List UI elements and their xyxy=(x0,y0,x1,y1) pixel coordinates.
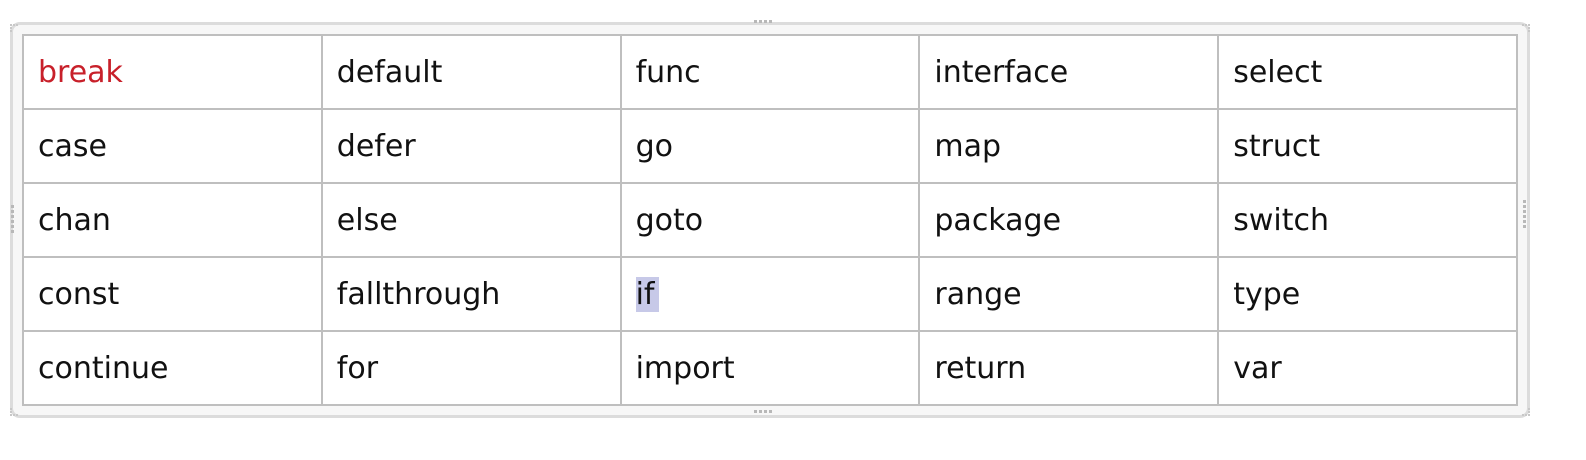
right-resize-handle[interactable] xyxy=(1523,200,1526,228)
table-row: const fallthrough if range type xyxy=(22,256,1518,332)
table-row: break default func interface select xyxy=(22,34,1518,110)
table-cell[interactable]: case xyxy=(22,108,323,184)
table-cell[interactable]: import xyxy=(619,330,921,406)
table-cell[interactable]: default xyxy=(320,34,622,110)
table-cell[interactable]: range xyxy=(918,256,1220,332)
table-cell[interactable]: break xyxy=(22,34,323,110)
keywords-table: break default func interface select case… xyxy=(22,34,1518,406)
table-row: case defer go map struct xyxy=(22,108,1518,184)
table-cell[interactable]: package xyxy=(918,182,1220,258)
table-cell[interactable]: map xyxy=(918,108,1220,184)
table-cell[interactable]: interface xyxy=(918,34,1220,110)
table-cell[interactable]: if xyxy=(619,256,921,332)
table-cell[interactable]: type xyxy=(1217,256,1518,332)
table-row: continue for import return var xyxy=(22,330,1518,406)
table-cell[interactable]: chan xyxy=(22,182,323,258)
table-cell[interactable]: switch xyxy=(1217,182,1518,258)
table-cell[interactable]: else xyxy=(320,182,622,258)
corner-handle-top-right[interactable] xyxy=(1522,24,1530,32)
bottom-resize-handle[interactable] xyxy=(754,410,772,413)
table-cell[interactable]: var xyxy=(1217,330,1518,406)
corner-handle-bottom-left[interactable] xyxy=(10,408,18,416)
table-cell[interactable]: for xyxy=(320,330,622,406)
table-cell[interactable]: defer xyxy=(320,108,622,184)
table-cell[interactable]: select xyxy=(1217,34,1518,110)
top-resize-handle[interactable] xyxy=(754,20,772,23)
corner-handle-bottom-right[interactable] xyxy=(1522,408,1530,416)
table-row: chan else goto package switch xyxy=(22,182,1518,258)
left-resize-handle[interactable] xyxy=(11,205,14,233)
table-cell[interactable]: func xyxy=(619,34,921,110)
table-cell[interactable]: fallthrough xyxy=(320,256,622,332)
table-cell[interactable]: struct xyxy=(1217,108,1518,184)
table-cell[interactable]: const xyxy=(22,256,323,332)
table-cell[interactable]: continue xyxy=(22,330,323,406)
corner-handle-top-left[interactable] xyxy=(10,24,18,32)
table-cell[interactable]: return xyxy=(918,330,1220,406)
table-cell[interactable]: goto xyxy=(619,182,921,258)
table-cell[interactable]: go xyxy=(619,108,921,184)
selected-text[interactable]: if xyxy=(635,276,659,312)
